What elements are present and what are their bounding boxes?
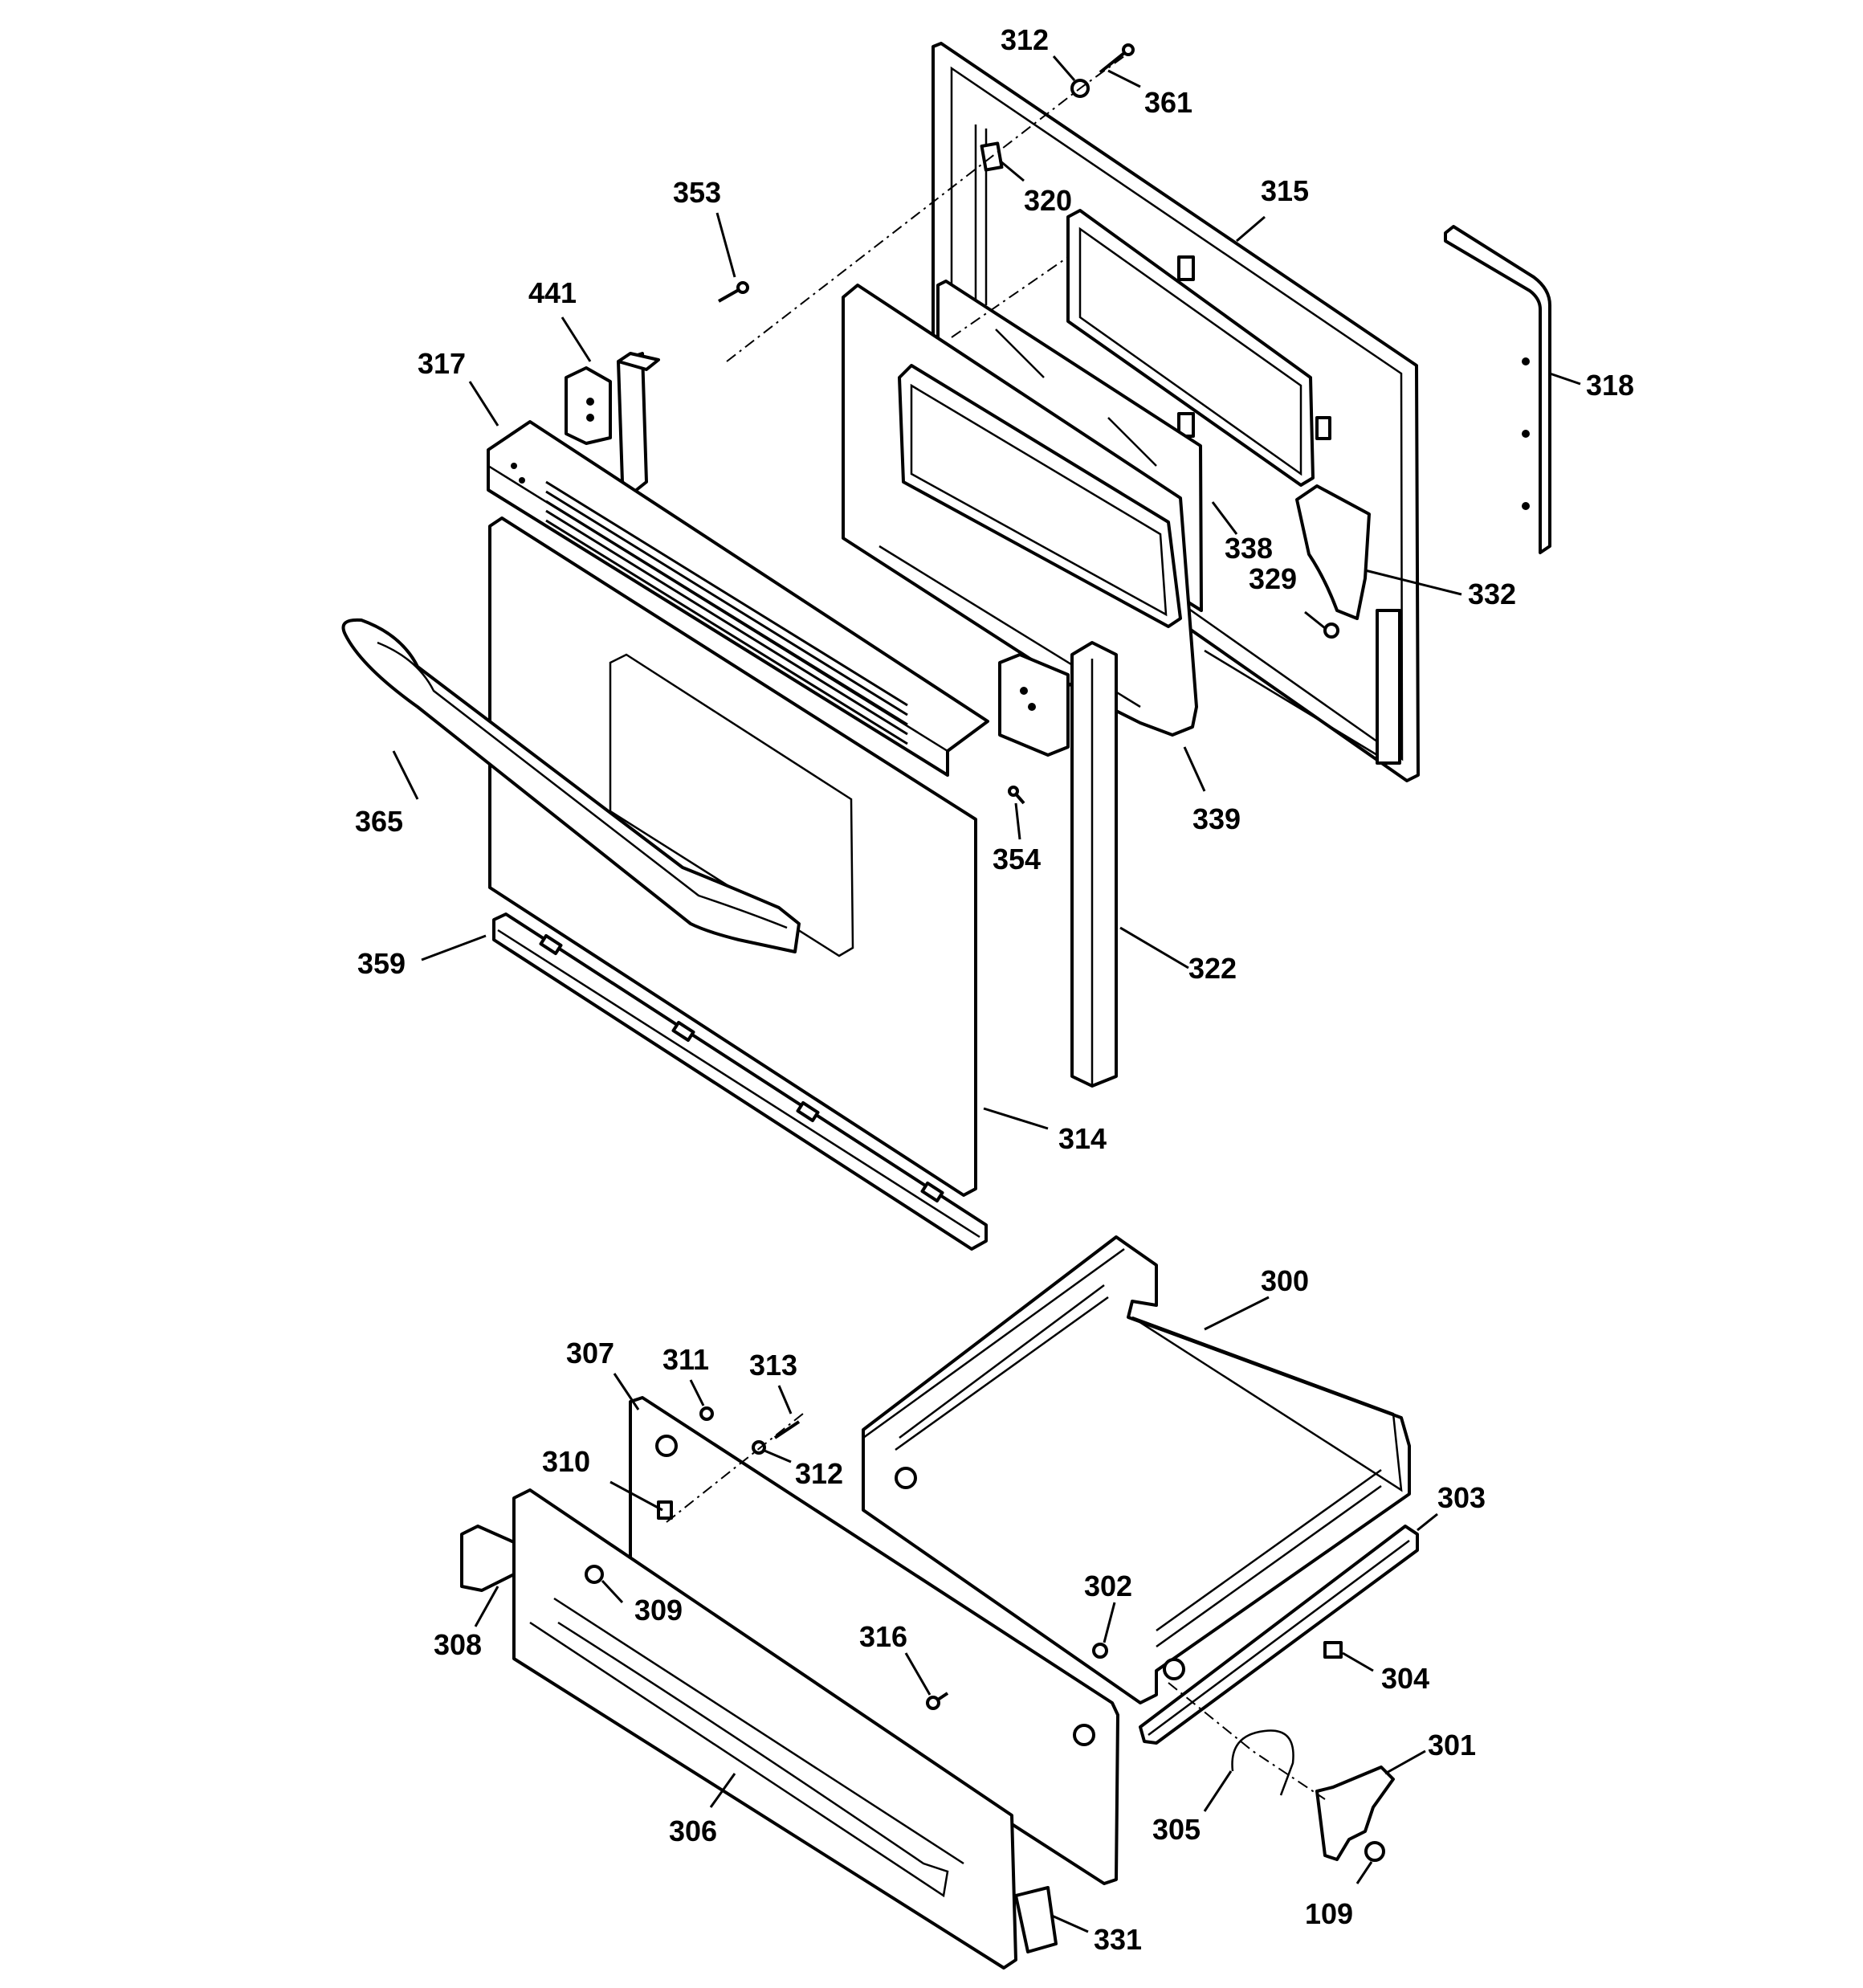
callout-318: 318 [1586, 369, 1634, 402]
callout-331: 331 [1094, 1923, 1142, 1956]
part-441-hinge-bracket [565, 352, 660, 493]
part-312-nut-bottom [752, 1440, 766, 1455]
callout-441: 441 [528, 276, 577, 309]
part-306-drawer-front [512, 1488, 1017, 1970]
callout-354: 354 [993, 843, 1041, 876]
vent-slots [545, 480, 908, 745]
part-359-door-bottom-trim [492, 912, 988, 1251]
callout-312-top: 312 [1001, 23, 1049, 56]
callout-303: 303 [1437, 1481, 1486, 1514]
callout-301: 301 [1428, 1729, 1476, 1761]
part-318-door-side-trim [1444, 225, 1551, 554]
callout-306: 306 [669, 1815, 717, 1847]
part-316-screw [926, 1692, 949, 1710]
callout-320: 320 [1024, 184, 1072, 217]
part-354-screw [1008, 786, 1025, 805]
callout-312-bottom: 312 [795, 1457, 843, 1490]
part-300-drawer-body [862, 1235, 1411, 1704]
callout-322: 322 [1188, 952, 1237, 985]
callout-317: 317 [418, 347, 466, 380]
callout-109: 109 [1305, 1897, 1353, 1930]
callout-308: 308 [434, 1628, 482, 1661]
leader-lines [392, 55, 1581, 1933]
callout-338: 338 [1225, 532, 1273, 565]
part-315-inner-door-panel [932, 42, 1420, 782]
callout-313: 313 [749, 1349, 797, 1382]
part-304-clip [1323, 1641, 1343, 1659]
callout-361: 361 [1144, 86, 1192, 119]
callout-359: 359 [357, 947, 406, 980]
part-361-screw-top [1099, 43, 1135, 74]
part-302-stud [1092, 1643, 1108, 1659]
callout-314: 314 [1058, 1122, 1107, 1155]
part-331-bracket [1014, 1886, 1058, 1953]
callout-300: 300 [1261, 1264, 1309, 1297]
callout-310: 310 [542, 1445, 590, 1478]
callout-353: 353 [673, 176, 721, 209]
callout-305: 305 [1152, 1813, 1201, 1846]
part-332-insulation [1295, 484, 1371, 620]
callout-339: 339 [1192, 802, 1241, 835]
callout-316: 316 [859, 1620, 907, 1653]
part-322-side-trim [1070, 641, 1118, 1088]
part-305-spring [1231, 1729, 1294, 1796]
part-313-screw [773, 1420, 801, 1439]
callout-302: 302 [1084, 1570, 1132, 1602]
part-317-door-top-trim [487, 420, 989, 777]
part-109-nut [1364, 1841, 1385, 1862]
callout-365: 365 [355, 805, 403, 838]
callout-329: 329 [1249, 562, 1297, 595]
callout-309: 309 [634, 1594, 683, 1627]
callout-311: 311 [662, 1343, 709, 1376]
part-301-hinge-plate [1315, 1766, 1395, 1861]
callout-307: 307 [566, 1337, 614, 1370]
part-311-nut [699, 1406, 714, 1421]
callout-315: 315 [1261, 174, 1309, 207]
part-right-hinge-bracket [998, 653, 1070, 757]
part-365-door-handle [341, 618, 801, 953]
part-329-screw [1323, 623, 1339, 639]
part-308-drawer-trim [460, 1525, 604, 1592]
callout-304: 304 [1381, 1662, 1429, 1695]
part-353-screw [718, 281, 749, 303]
callout-332: 332 [1468, 578, 1516, 610]
callout-labels: 312 361 353 320 315 441 317 318 338 329 … [355, 23, 1634, 1956]
part-310-clip [657, 1500, 673, 1520]
part-339-door-liner [842, 284, 1198, 737]
